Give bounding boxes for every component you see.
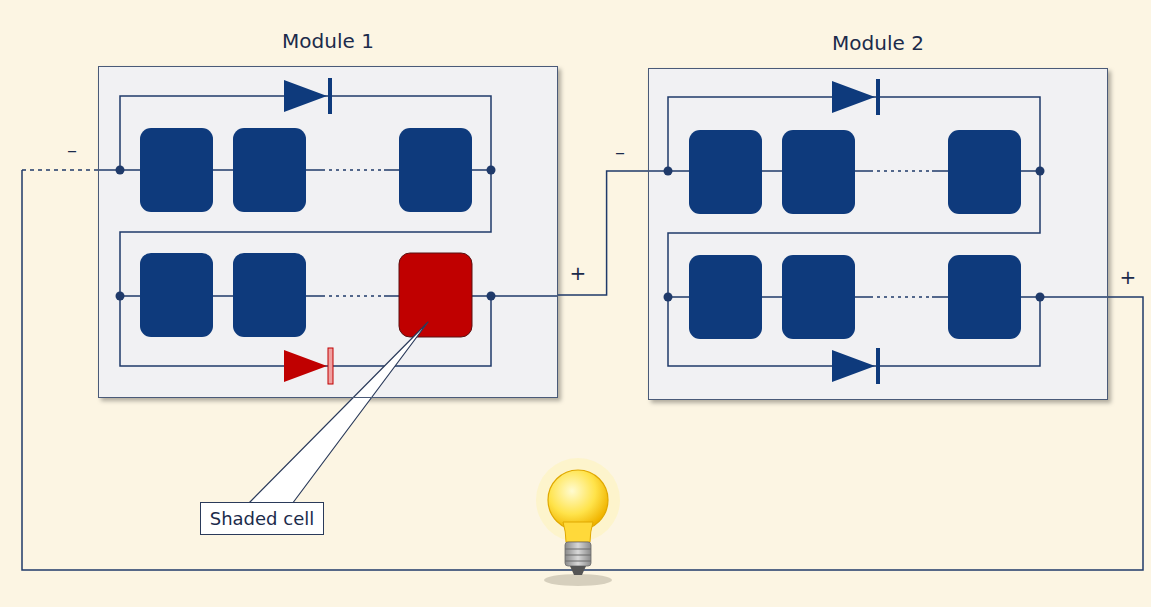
junction-dot bbox=[1036, 293, 1045, 302]
bypass-diode bbox=[832, 348, 878, 384]
junction-dot bbox=[664, 167, 673, 176]
wire bbox=[1040, 296, 1108, 298]
module-wiring bbox=[648, 97, 1108, 366]
bulb-neck bbox=[563, 522, 593, 542]
diode-triangle bbox=[832, 81, 875, 113]
wire bbox=[491, 295, 558, 297]
wire bbox=[322, 169, 384, 171]
series-wire bbox=[558, 171, 648, 295]
diode-triangle bbox=[284, 350, 327, 382]
solar-cell bbox=[140, 253, 213, 337]
junction-dot bbox=[116, 292, 125, 301]
solar-cell bbox=[782, 255, 855, 339]
bulb-contact bbox=[570, 566, 586, 575]
module-title: Module 2 bbox=[649, 31, 1107, 55]
terminal-sign: + bbox=[570, 261, 587, 285]
bypass-diode bbox=[284, 78, 330, 114]
terminal-sign: – bbox=[615, 140, 625, 164]
bulb-shadow bbox=[544, 574, 612, 586]
solar-cell bbox=[689, 130, 762, 214]
terminal-sign: – bbox=[67, 138, 77, 162]
solar-cell bbox=[782, 130, 855, 214]
junction-dots bbox=[116, 166, 1045, 302]
solar-cell bbox=[948, 130, 1021, 214]
wire bbox=[322, 295, 384, 297]
light-bulb bbox=[536, 458, 620, 586]
diode-bar bbox=[876, 79, 880, 115]
wire bbox=[22, 169, 98, 171]
callout-pointer bbox=[248, 322, 428, 504]
solar-cell bbox=[948, 255, 1021, 339]
shaded-cell bbox=[399, 253, 472, 337]
solar-cell bbox=[140, 128, 213, 212]
junction-dot bbox=[487, 166, 496, 175]
wire bbox=[22, 170, 1143, 570]
junction-dot bbox=[664, 293, 673, 302]
base-thread bbox=[565, 549, 591, 561]
junction-dot bbox=[1036, 167, 1045, 176]
callout-text: Shaded cell bbox=[210, 508, 314, 529]
solar-cell bbox=[689, 255, 762, 339]
diode-bar bbox=[328, 78, 332, 114]
callout-box: Shaded cell bbox=[200, 502, 324, 535]
external-wiring bbox=[22, 170, 1143, 570]
diode-bar bbox=[328, 348, 333, 384]
module-title: Module 1 bbox=[99, 29, 557, 53]
module-box: Module 2 bbox=[648, 68, 1108, 400]
solar-cell bbox=[233, 253, 306, 337]
diode-triangle bbox=[284, 80, 327, 112]
bypass-diode bbox=[832, 79, 878, 115]
bypass-diode-active bbox=[284, 348, 333, 384]
module-panel bbox=[648, 68, 1108, 400]
junction-dot bbox=[116, 166, 125, 175]
wire bbox=[870, 296, 932, 298]
solar-cells bbox=[140, 128, 472, 337]
terminal-sign: + bbox=[1120, 265, 1137, 289]
solar-cells bbox=[689, 130, 1021, 339]
junction-dot bbox=[487, 292, 496, 301]
wire bbox=[870, 170, 932, 172]
diode-triangle bbox=[832, 350, 875, 382]
solar-cell bbox=[233, 128, 306, 212]
module-box: Module 1 bbox=[98, 66, 558, 398]
module-panel bbox=[98, 66, 558, 398]
bulb-glow bbox=[536, 458, 620, 542]
module-wiring bbox=[98, 96, 558, 366]
bulb-base bbox=[565, 542, 591, 566]
diode-bar bbox=[876, 348, 880, 384]
bulb-glass bbox=[548, 470, 608, 530]
solar-cell bbox=[399, 128, 472, 212]
